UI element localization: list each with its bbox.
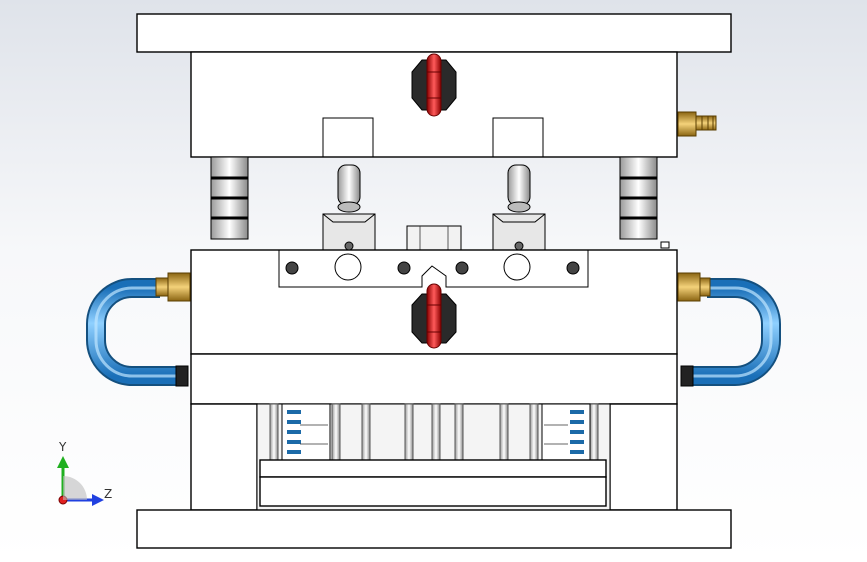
water-inlet-fitting[interactable] xyxy=(677,111,717,137)
guide-pillars[interactable] xyxy=(210,156,658,240)
orientation-triad[interactable] xyxy=(57,456,104,506)
top-locating-ring[interactable] xyxy=(411,53,457,117)
spacer-blocks[interactable] xyxy=(190,403,678,511)
nozzles[interactable] xyxy=(337,164,531,213)
ejector-plates[interactable] xyxy=(259,459,607,507)
hose-fittings[interactable] xyxy=(155,272,711,387)
y-axis-label: Y xyxy=(59,440,67,454)
slider-blocks[interactable] xyxy=(322,213,546,251)
bottom-clamp-plate[interactable] xyxy=(136,509,732,549)
cooling-hoses[interactable] xyxy=(86,278,781,386)
return-springs xyxy=(281,403,591,461)
support-plate[interactable] xyxy=(190,353,678,405)
z-axis-label: Z xyxy=(104,487,113,501)
top-clamp-plate[interactable] xyxy=(136,13,732,53)
center-locating-ring[interactable] xyxy=(411,283,457,349)
